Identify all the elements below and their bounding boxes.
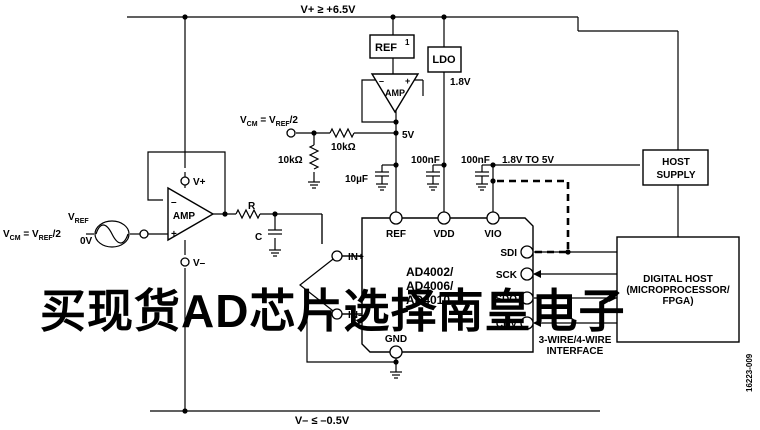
pin-gnd xyxy=(389,345,403,359)
r-top-resistor xyxy=(329,127,355,139)
pin-sdi-label: SDI xyxy=(500,248,517,259)
adc-footnote: 2 xyxy=(458,291,463,300)
r-left-label: 10kΩ xyxy=(278,155,303,166)
vminus-terminal xyxy=(180,257,190,267)
ref-box xyxy=(369,34,415,59)
ground-symbols xyxy=(269,181,488,379)
ref-box-label: REF xyxy=(375,42,397,54)
driver-amp xyxy=(167,186,215,242)
signal-source xyxy=(94,220,130,248)
vminus-label: V– xyxy=(193,258,206,269)
r-left-resistor xyxy=(308,144,320,170)
adc-name-line2: AD4006/ xyxy=(406,279,454,293)
adc-input-diamond xyxy=(299,255,363,315)
vcm-output-terminal xyxy=(286,128,296,138)
ldo-box xyxy=(427,46,462,73)
pin-sdo xyxy=(520,291,534,305)
pin-vio-label: VIO xyxy=(484,229,501,240)
pin-ref-label: REF xyxy=(386,229,406,240)
capacitors xyxy=(268,171,489,235)
vplus-terminal xyxy=(180,176,190,186)
ldo-label: LDO xyxy=(432,54,456,66)
r-series-label: R xyxy=(248,201,256,212)
host-supply-line2: SUPPLY xyxy=(656,170,695,181)
vref-input-label: VREF xyxy=(68,212,89,225)
adc-name-line1: AD4002/ xyxy=(406,265,454,279)
junction-dots xyxy=(182,14,571,414)
ldo-output-label: 1.8V xyxy=(450,77,471,88)
signal-arrows xyxy=(533,270,617,327)
ref-footnote: 1 xyxy=(405,38,410,47)
cap-100n-b-label: 100nF xyxy=(461,155,490,166)
vio-range-label: 1.8V TO 5V xyxy=(502,155,554,166)
pin-sck xyxy=(520,267,534,281)
watermark-text: 买现货AD芯片选择南皇电子 xyxy=(40,285,625,337)
ref-amp-plus: + xyxy=(405,76,410,86)
adc-chip-body xyxy=(361,217,534,353)
ref-amp-minus: – xyxy=(379,76,384,86)
cap-10u-label: 10µF xyxy=(345,174,368,185)
wires xyxy=(86,17,679,411)
zero-volt-label: 0V xyxy=(80,236,93,247)
ref-amp-label: AMP xyxy=(385,88,405,98)
pin-ref xyxy=(389,211,403,225)
sdi-pullup-dashed-line xyxy=(497,179,570,254)
digital-host-line3: FPGA) xyxy=(662,296,693,307)
adc-name-line3: AD4010 xyxy=(406,293,450,307)
negative-rail-label: V– ≤ –0.5V xyxy=(295,415,350,427)
figure-id: 16223-009 xyxy=(745,353,754,392)
pin-sdo-label: SDO xyxy=(495,294,517,305)
pin-sdi xyxy=(520,245,534,259)
five-volt-label: 5V xyxy=(402,130,415,141)
pin-vdd-label: VDD xyxy=(433,229,454,240)
pin-in-plus xyxy=(331,250,343,262)
vcm-input-label: VCM = VREF/2 xyxy=(3,229,61,242)
pin-gnd-label: GND xyxy=(385,334,407,345)
amp-input-terminal xyxy=(139,229,149,239)
driver-amp-plus: + xyxy=(171,229,177,240)
vplus-label: V+ xyxy=(193,177,206,188)
ref-buffer-amp xyxy=(370,73,420,114)
supply-rails xyxy=(127,16,600,412)
pin-sck-label: SCK xyxy=(496,270,518,281)
r-top-label: 10kΩ xyxy=(331,142,356,153)
vcm-ref-label: VCM = VREF/2 xyxy=(240,115,298,128)
pin-cnv-label: CNV xyxy=(496,319,517,330)
pin-in-minus-label: IN– xyxy=(348,310,364,321)
digital-host-box xyxy=(616,236,740,343)
r-series-resistor xyxy=(235,208,261,220)
interface-line1: 3-WIRE/4-WIRE xyxy=(539,335,612,346)
driver-amp-minus: – xyxy=(171,197,177,208)
pin-in-minus xyxy=(331,308,343,320)
cap-100n-a-label: 100nF xyxy=(411,155,440,166)
pin-in-plus-label: IN+ xyxy=(348,252,364,263)
pin-vdd xyxy=(437,211,451,225)
digital-host-line2: (MICROPROCESSOR/ xyxy=(626,285,730,296)
interface-line2: INTERFACE xyxy=(547,346,604,357)
digital-host-line1: DIGITAL HOST xyxy=(643,274,713,285)
driver-amp-label: AMP xyxy=(173,211,196,222)
c-filter-label: C xyxy=(255,232,262,243)
pin-vio xyxy=(486,211,500,225)
host-supply-box xyxy=(642,149,709,186)
positive-rail-label: V+ ≥ +6.5V xyxy=(301,4,357,16)
host-supply-line1: HOST xyxy=(662,157,690,168)
sine-wave-icon xyxy=(95,224,129,244)
